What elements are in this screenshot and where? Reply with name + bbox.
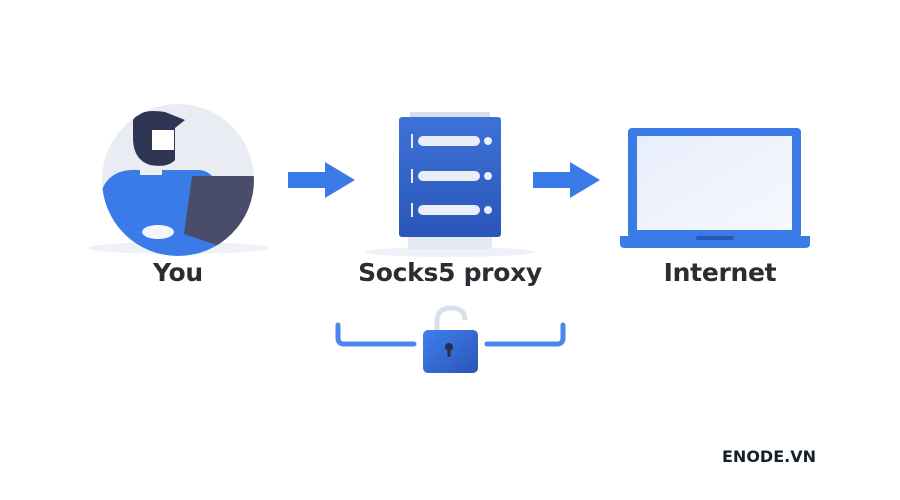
encrypted-connection-bracket — [335, 322, 566, 347]
user-at-laptop-icon — [88, 104, 268, 256]
node-label-you: You — [153, 258, 203, 287]
arrow-right-icon — [533, 162, 600, 198]
unlocked-padlock-icon — [423, 305, 478, 373]
laptop-icon — [620, 128, 810, 248]
node-label-internet: Internet — [663, 258, 777, 287]
brand-watermark: ENODE.VN — [722, 447, 816, 466]
server-icon — [365, 112, 535, 257]
node-label-proxy: Socks5 proxy — [358, 258, 542, 287]
arrow-right-icon — [288, 162, 355, 198]
